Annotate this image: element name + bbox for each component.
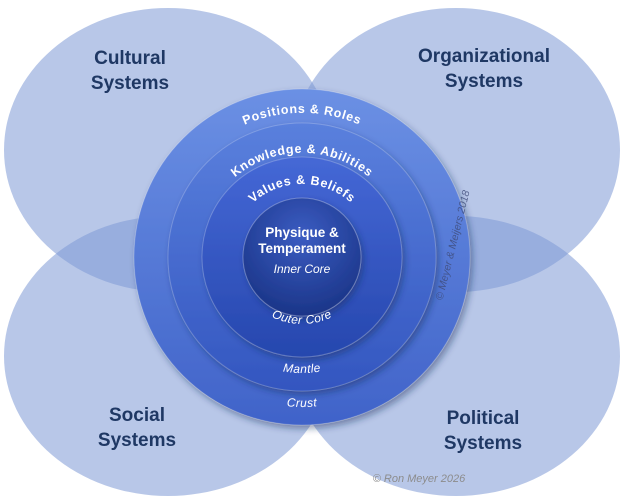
system-labels: Cultural Systems Organizational Systems … — [91, 46, 550, 454]
label-organizational-line2: Systems — [445, 71, 523, 92]
label-social-line2: Systems — [98, 430, 176, 451]
inner-core-layer-name: Inner Core — [274, 262, 331, 276]
inner-core-title-line2: Temperament — [258, 241, 346, 256]
copyright-bottom: © Ron Meyer 2026 — [373, 473, 466, 485]
label-cultural-line1: Cultural — [94, 48, 166, 69]
label-cultural-line2: Systems — [91, 73, 169, 94]
inner-core-title-line1: Physique & — [265, 225, 339, 240]
layer-label-mantle: Mantle — [282, 361, 321, 376]
label-organizational-line1: Organizational — [418, 46, 550, 67]
label-social-line1: Social — [109, 405, 165, 426]
circle-inner-core — [242, 197, 362, 317]
layer-label-outer-core: Outer Core — [270, 307, 334, 327]
core-circles — [133, 88, 471, 426]
label-political-line1: Political — [447, 408, 520, 429]
label-political-line2: Systems — [444, 433, 522, 454]
layer-label-crust: Crust — [286, 395, 317, 410]
